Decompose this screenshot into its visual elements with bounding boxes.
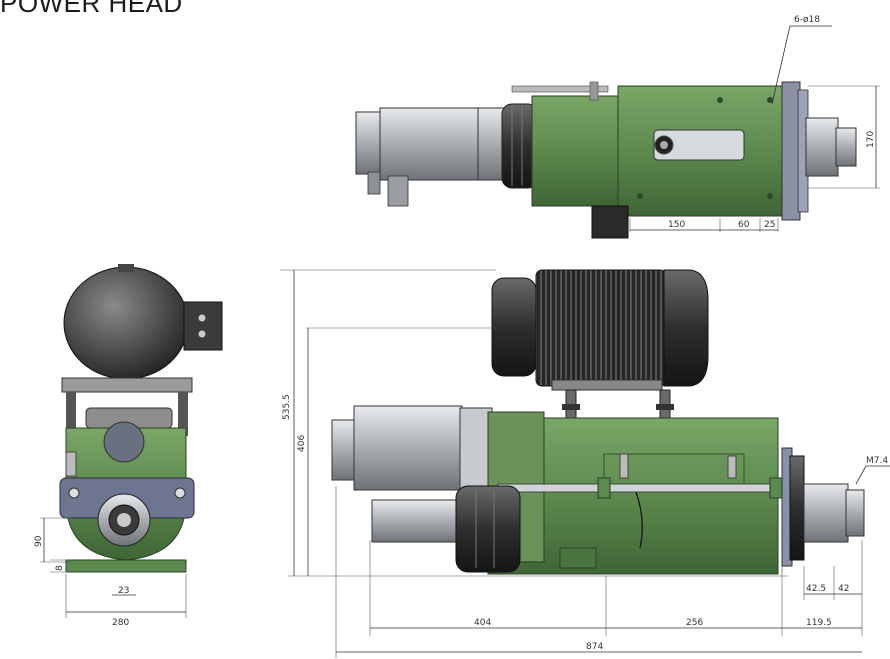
- front-motor-pulley: [491, 277, 537, 377]
- end-motor: [63, 266, 189, 380]
- dim-8: 8: [55, 565, 65, 571]
- dim-42-5: 42.5: [806, 584, 826, 594]
- end-view: [40, 264, 223, 618]
- end-mount-plate: [61, 377, 193, 393]
- dim-170: 170: [866, 131, 876, 148]
- dim-holes: 6-ø18: [794, 15, 820, 25]
- dim-535-5: 535.5: [282, 394, 292, 420]
- dim-280: 280: [112, 618, 129, 628]
- dim-256: 256: [686, 618, 703, 628]
- dim-25: 25: [764, 220, 775, 230]
- dim-42: 42: [838, 584, 849, 594]
- dim-406: 406: [297, 435, 307, 452]
- front-spindle-nose: [803, 483, 849, 543]
- dim-404: 404: [474, 618, 491, 628]
- dim-119-5: 119.5: [806, 618, 832, 628]
- top-motor-body: [379, 107, 481, 181]
- page-title: POWER HEAD: [0, 0, 183, 18]
- top-gearbox: [531, 95, 623, 207]
- top-slot-window: [653, 129, 745, 161]
- front-lower-shaft: [371, 499, 459, 543]
- front-rear-box: [353, 405, 463, 491]
- front-lower-pulley: [455, 485, 521, 573]
- dim-874: 874: [586, 642, 603, 652]
- front-motor-body: [535, 269, 667, 387]
- front-view: [280, 269, 890, 658]
- dim-thread: M7.4: [866, 456, 888, 466]
- dim-90: 90: [34, 535, 44, 547]
- front-flange: [789, 455, 805, 561]
- top-view: [355, 25, 880, 239]
- dim-23: 23: [118, 586, 129, 596]
- dim-60: 60: [738, 220, 750, 230]
- top-flange: [781, 81, 801, 221]
- dim-150: 150: [668, 220, 685, 230]
- top-spindle-nose: [805, 117, 839, 177]
